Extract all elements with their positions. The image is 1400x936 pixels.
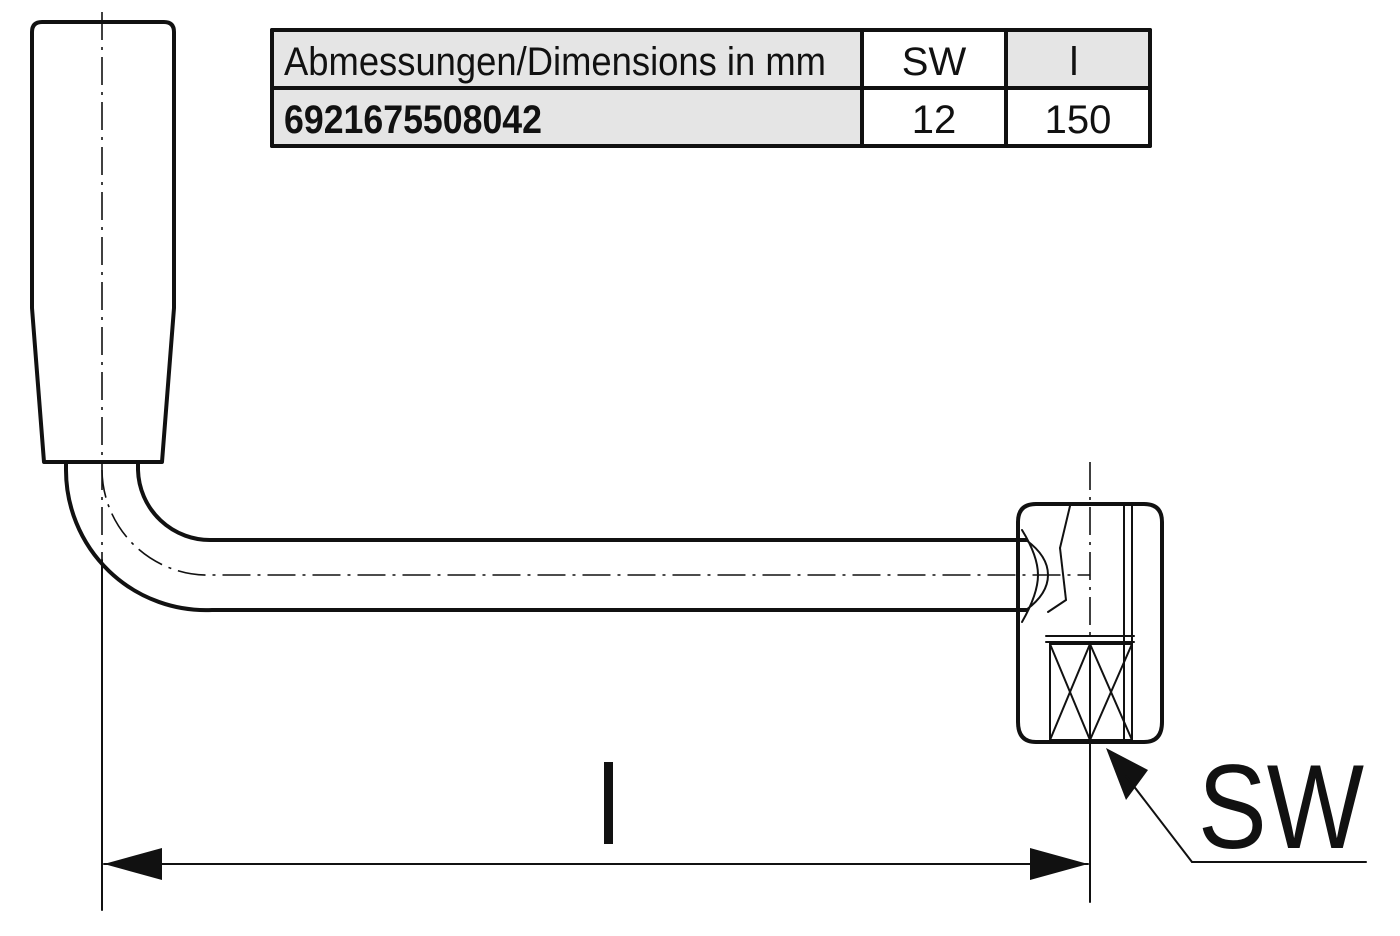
l-column-header: l	[1070, 40, 1079, 84]
length-dimension: l	[101, 559, 1091, 911]
arrow-right	[1030, 848, 1088, 880]
length-label: l	[595, 734, 622, 868]
wrench-size-label: SW	[1198, 740, 1364, 874]
sw-value: 12	[912, 98, 957, 142]
sw-leader: SW	[1106, 740, 1367, 874]
length-label-glyph	[604, 762, 613, 844]
dimensions-table: Abmessungen/Dimensions in mm SW l 692167…	[270, 28, 1152, 148]
header-label-cell	[272, 30, 862, 88]
header-l-cell	[1006, 30, 1150, 88]
article-number-cell	[272, 88, 862, 146]
sw-column-header: SW	[902, 40, 967, 84]
l-value-cell	[1006, 88, 1150, 146]
arrow-left	[104, 848, 162, 880]
sw-leader-arrow	[1106, 748, 1148, 800]
handle-grip	[30, 20, 176, 464]
header-sw-cell	[862, 30, 1006, 88]
sw-value-cell	[862, 88, 1006, 146]
bent-rod	[63, 460, 1090, 613]
l-value: 150	[1045, 98, 1112, 142]
article-number: 6921675508042	[284, 98, 542, 142]
dimensions-header-label: Abmessungen/Dimensions in mm	[284, 40, 826, 84]
